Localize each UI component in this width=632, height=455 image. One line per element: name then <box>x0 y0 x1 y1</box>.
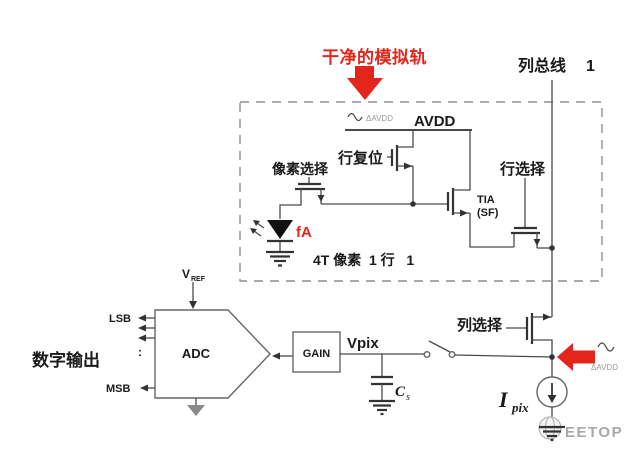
avdd-rail: ΔAVDD AVDD <box>345 112 472 131</box>
cap-sub-label: s <box>406 392 410 403</box>
adc-label: ADC <box>182 346 211 361</box>
photocurrent-label: fA <box>296 224 312 241</box>
current-source-ground-icon <box>539 425 565 442</box>
noise-label: ΔAVDD <box>591 363 618 372</box>
column-bus-label: 列总线 <box>518 56 566 75</box>
ground-icon <box>266 250 294 267</box>
avdd-label: AVDD <box>414 113 456 130</box>
red-down-arrow-icon <box>347 66 383 100</box>
vref-sub-label: REF <box>191 276 206 283</box>
adc-ground-icon <box>187 398 205 416</box>
clean-analog-rail-label: 干净的模拟轨 <box>322 47 427 67</box>
sample-switch <box>423 340 553 359</box>
vpix-label: Vpix <box>347 335 379 352</box>
row-reset-transistor: 行复位 <box>337 130 414 204</box>
rail-noise-label: ΔAVDD <box>366 114 393 123</box>
junction-dot <box>549 245 555 251</box>
current-source-sub-label: pix <box>511 400 529 415</box>
bit-dots: : <box>138 345 142 359</box>
photodiode: fA <box>250 220 312 267</box>
lsb-output-arrows-icon <box>138 314 155 392</box>
lsb-label: LSB <box>109 313 131 325</box>
pixel-caption: 4T 像素 1 行 1 <box>313 252 414 268</box>
column-select-transistor: 列选择 <box>457 313 555 377</box>
ground-icon <box>369 399 395 416</box>
tia-label: TIA <box>477 194 495 206</box>
row-reset-label: 行复位 <box>337 149 383 167</box>
vref-label: V <box>182 267 190 281</box>
light-arrows-icon <box>250 220 265 237</box>
tia-sub-label: (SF) <box>477 207 499 219</box>
column-select-label: 列选择 <box>457 316 503 334</box>
pixel-select-transistor: 像素选择 <box>272 161 329 219</box>
pixel-select-label: 像素选择 <box>272 161 329 177</box>
msb-label: MSB <box>106 383 131 395</box>
pixel-boundary-dashed-box <box>239 101 603 282</box>
junction-dot <box>410 201 416 207</box>
adc-block: ADC V REF LSB : MSB <box>106 267 271 416</box>
digital-output-label: 数字输出 <box>32 350 100 370</box>
sine-noise-icon <box>347 112 363 122</box>
pixel-current-source: I pix <box>498 376 568 427</box>
gain-block: GAIN <box>272 331 341 373</box>
row-select-label: 行选择 <box>499 160 546 178</box>
current-source-label: I <box>498 387 509 412</box>
eetop-brand-label: EETOP <box>565 424 623 441</box>
sine-noise-icon <box>597 342 615 352</box>
column-bus-number: 1 <box>586 58 595 75</box>
gain-label: GAIN <box>303 348 331 360</box>
cap-label: C <box>395 384 406 400</box>
sample-capacitor: C s <box>369 354 410 416</box>
row-select-transistor: 行选择 <box>499 160 555 251</box>
junction-dot <box>549 354 555 360</box>
red-left-arrow-icon <box>557 343 595 371</box>
tia-source-follower-transistor: TIA (SF) <box>446 130 514 248</box>
